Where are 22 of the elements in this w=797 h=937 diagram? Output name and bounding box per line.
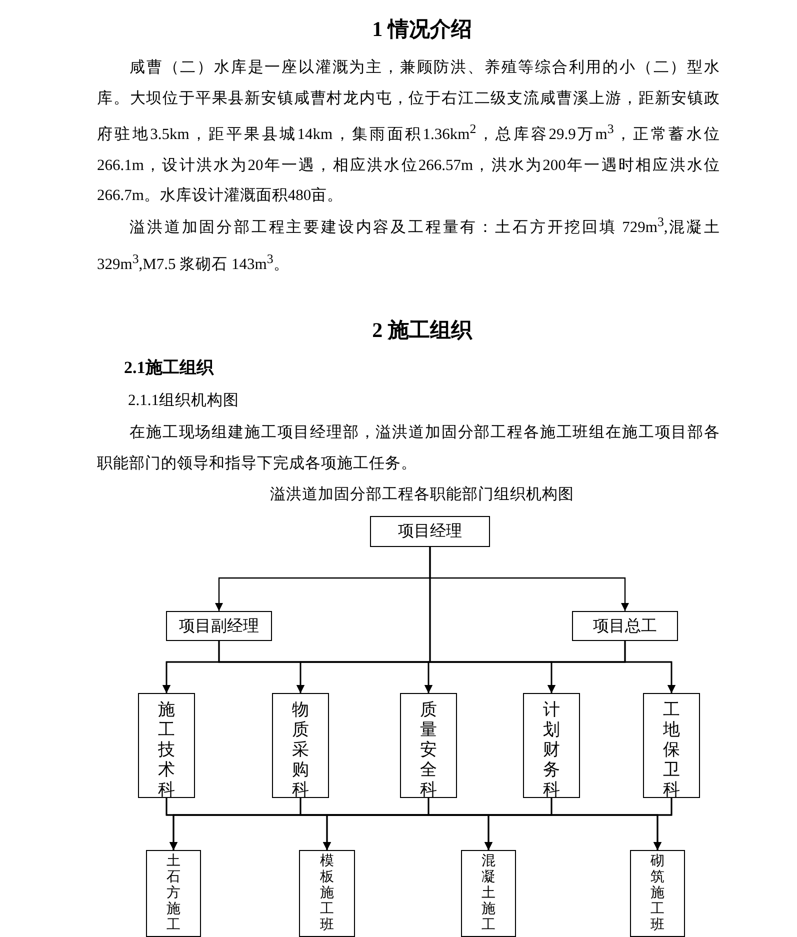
team-box: 砌筑施工班 (630, 850, 685, 937)
role-box: 项目经理 (370, 516, 490, 547)
department-box: 工地保卫科 (643, 693, 700, 798)
team-box: 模板施工班 (299, 850, 355, 937)
chart-title: 溢洪道加固分部工程各职能部门组织机构图 (270, 486, 574, 503)
subsection-heading: 2.1.1组织机构图 (128, 391, 239, 411)
subsection-heading: 2.1施工组织 (124, 357, 215, 379)
role-box: 项目副经理 (166, 611, 272, 641)
body-paragraph: 咸曹（二）水库是一座以灌溉为主，兼顾防洪、养殖等综合利用的小（二）型水库。大坝位于平果县新安镇咸曹村龙内屯，位于右江二级支流咸曹溪上游，距新安镇政府驻地3.5km，距平果县城14km，集雨面积1.36km$^{2}$，总库容29.9万m$^{3}$，正常蓄水位266.1m，设计洪水为20年一遇，相应洪水位266.57m，洪水为200年一遇时相应洪水位266.7m。水库设计灌溉面积480亩。 (97, 58, 720, 206)
team-box: 混凝土施工 (461, 850, 516, 937)
department-box: 物质采购科 (272, 693, 329, 798)
role-box: 项目总工 (572, 611, 678, 641)
department-box: 计划财务科 (523, 693, 580, 798)
section-heading: 1 情况介绍 (372, 16, 472, 43)
department-box: 施工技术科 (138, 693, 195, 798)
arrow (624, 641, 676, 693)
section-heading: 2 施工组织 (372, 317, 472, 344)
department-box: 质量安全科 (400, 693, 457, 798)
arrow (654, 798, 672, 850)
body-paragraph: 在施工现场组建施工项目经理部，溢洪道加固分部工程各施工班组在施工项目部各职能部门的领导和指导下完成各项施工任务。 (97, 423, 720, 474)
body-paragraph: 溢洪道加固分部工程主要建设内容及工程量有：土石方开挖回填 729m$^{3}$,混凝土 329m$^{3}$,M7.5 浆砌石 143m$^{3}$。 (97, 213, 720, 275)
team-box: 土石方施工 (146, 850, 201, 937)
